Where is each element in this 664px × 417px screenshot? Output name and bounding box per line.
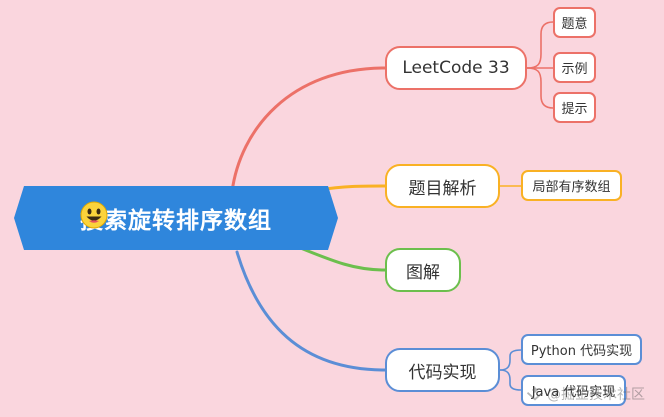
subtopic-problem-statement[interactable]: 题意 xyxy=(553,7,596,38)
grinning-face-icon xyxy=(80,201,108,229)
topic-diagram[interactable]: 图解 xyxy=(385,248,461,292)
central-topic-label: 搜索旋转排序数组 xyxy=(80,208,272,234)
central-topic[interactable]: 搜索旋转排序数组 xyxy=(14,186,338,250)
subtopic-label: Java 代码实现 xyxy=(531,385,616,400)
subtopic-example[interactable]: 示例 xyxy=(553,52,596,83)
subtopic-label: 题意 xyxy=(561,17,588,32)
topic-problem-analysis[interactable]: 题目解析 xyxy=(385,164,500,208)
branch-connector-leetcode xyxy=(230,66,387,194)
leaf-connector xyxy=(499,369,522,391)
topic-leetcode-33[interactable]: LeetCode 33 xyxy=(385,46,527,90)
subtopic-label: Python 代码实现 xyxy=(530,344,633,359)
topic-label: LeetCode 33 xyxy=(402,58,510,78)
topic-label: 代码实现 xyxy=(408,362,477,383)
subtopic-label: 局部有序数组 xyxy=(532,180,611,195)
topic-label: 题目解析 xyxy=(408,178,477,199)
subtopic-python-implementation[interactable]: Python 代码实现 xyxy=(521,334,642,365)
subtopic-label: 示例 xyxy=(561,62,588,77)
leaf-connector xyxy=(526,21,554,69)
gold-miner-logo-icon xyxy=(527,387,543,401)
leaf-connector xyxy=(526,67,554,109)
subtopic-label: 提示 xyxy=(561,102,588,117)
subtopic-partially-sorted-array[interactable]: 局部有序数组 xyxy=(521,170,622,201)
branch-connector-diagram xyxy=(296,245,387,272)
branch-connector-implementation xyxy=(235,250,387,372)
subtopic-java-implementation[interactable]: Java 代码实现 xyxy=(521,375,626,406)
subtopic-hint[interactable]: 提示 xyxy=(553,92,596,123)
watermark: @掘金技术社区 xyxy=(527,384,645,404)
watermark-text: @掘金技术社区 xyxy=(547,387,645,403)
leaf-connector xyxy=(499,349,522,371)
topic-label: 图解 xyxy=(406,262,440,283)
topic-code-implementation[interactable]: 代码实现 xyxy=(385,348,500,392)
